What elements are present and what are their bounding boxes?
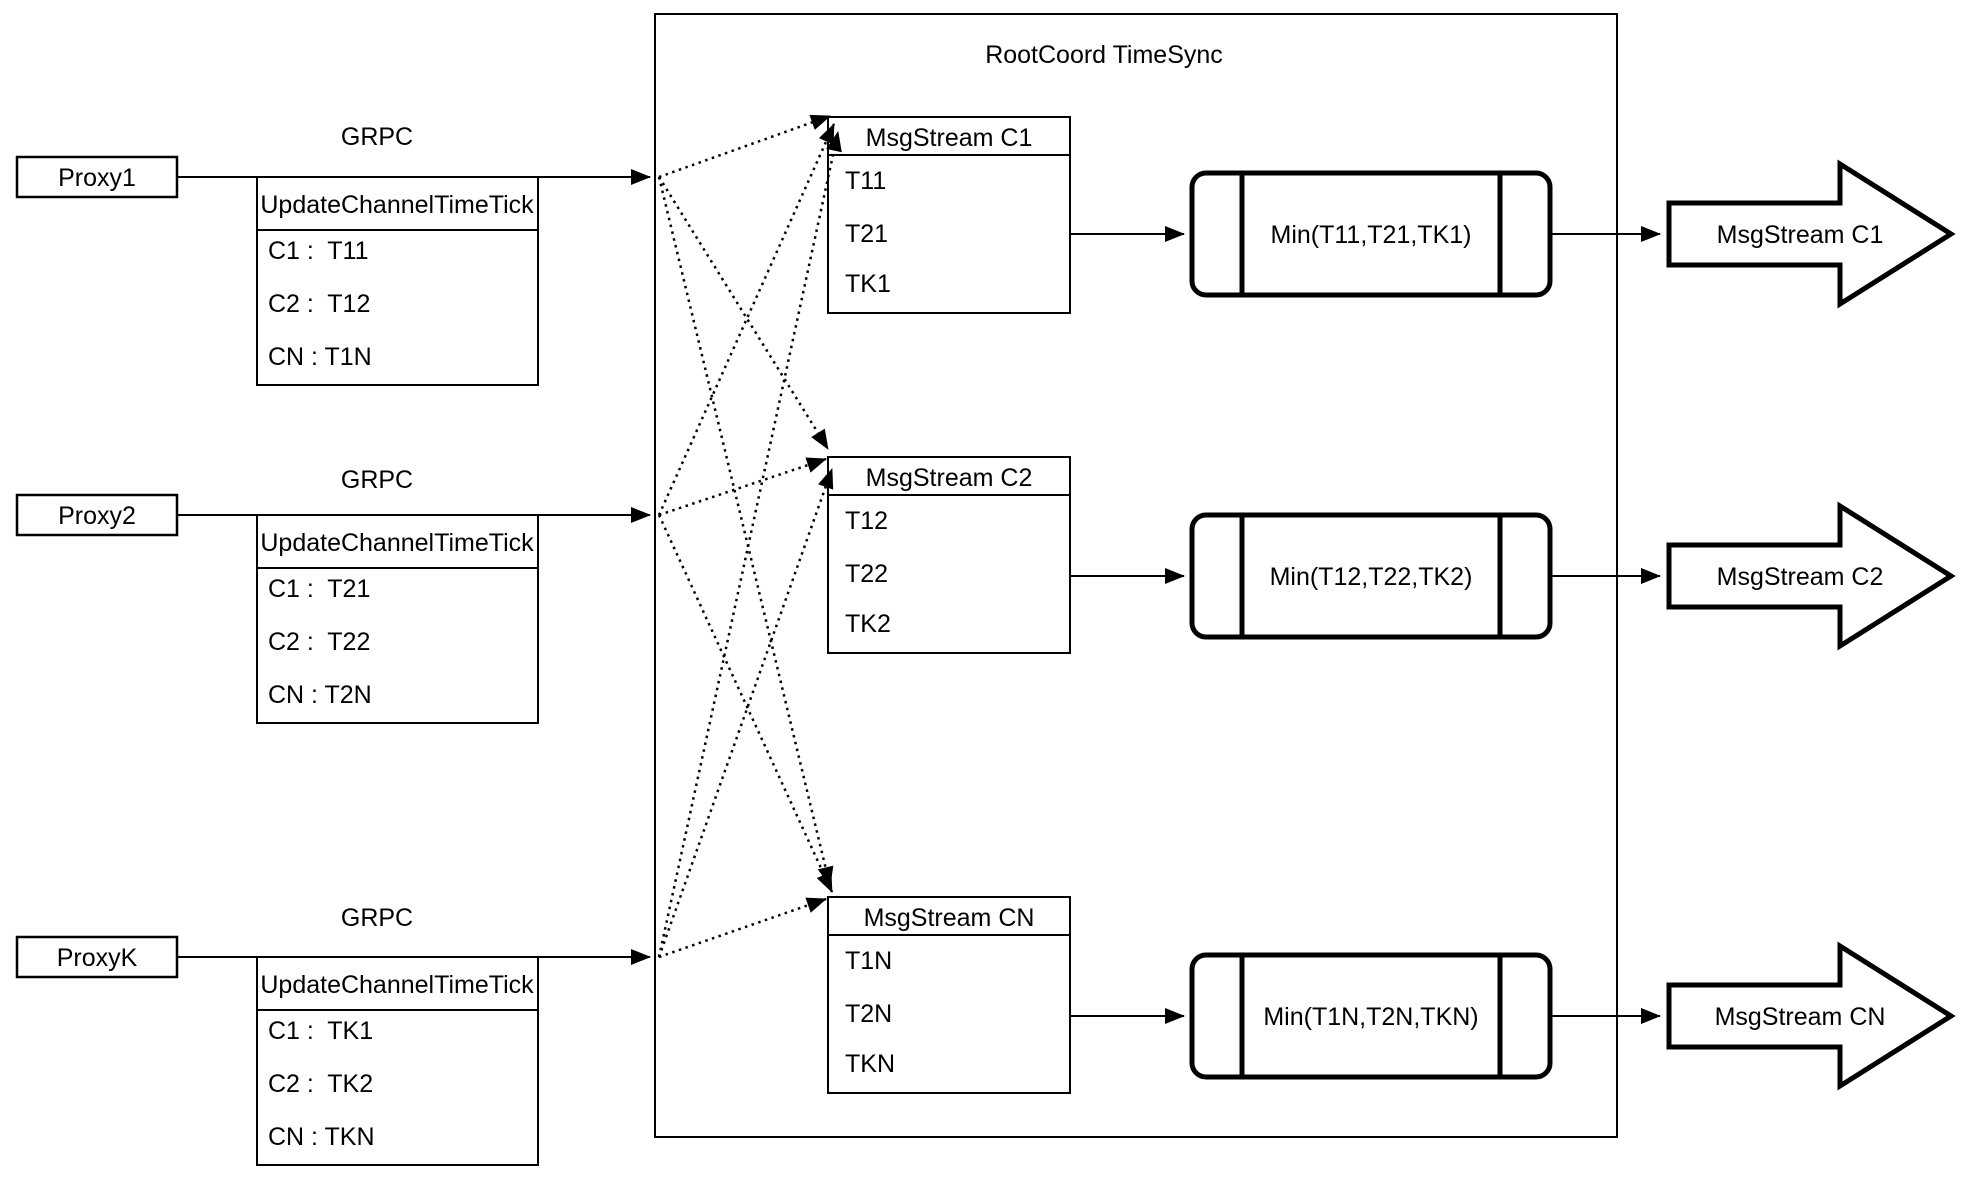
proxy-2-box [15,493,179,537]
update-channel-table-3 [256,956,539,1166]
table-1-row: C1 : T11 [268,237,369,265]
proxy-1-box [15,155,179,199]
stream-c1-group: MsgStream C1 T11 T21 TK1 Min(T11,T21,TK1… [827,116,1956,314]
msgstream-table-cn [827,896,1071,1094]
update-channel-table-1 [256,176,539,386]
rootcoord-title: RootCoord TimeSync [985,41,1223,69]
table-3-header: UpdateChannelTimeTick [260,971,534,999]
table-1-row: C2 : T12 [268,290,370,318]
msgstream-table-c1 [827,116,1071,314]
table-2-row: CN : T2N [268,681,372,709]
table-3-row: C2 : TK2 [268,1070,373,1098]
min-label-c1: Min(T11,T21,TK1) [1271,221,1472,249]
dotted-link-proxy1-c1 [658,114,831,179]
dotted-link-proxy2-c2 [658,457,827,517]
tick-value: T2N [845,1000,892,1028]
table-1-row: CN : T1N [268,343,372,371]
output-label-cn: MsgStream CN [1715,1003,1886,1031]
table-2-row: C1 : T21 [268,575,370,603]
tick-value: T12 [845,507,888,535]
output-arrow-c2 [1666,501,1956,651]
output-label-c1: MsgStream C1 [1717,221,1884,249]
proxy-3-label: ProxyK [57,944,138,972]
proxy-1-group: Proxy1 GRPC UpdateChannelTimeTick C1 : T… [15,123,651,386]
table-3-row: C1 : TK1 [268,1017,373,1045]
dotted-link-proxyk-cn [658,897,827,959]
stream-cn-group: MsgStream CN T1N T2N TKN Min(T1N,T2N,TKN… [827,896,1956,1094]
grpc-label-2: GRPC [341,466,413,494]
tick-value: TK1 [845,270,891,298]
grpc-label-1: GRPC [341,123,413,151]
tick-value: T11 [845,167,886,195]
table-2-header: UpdateChannelTimeTick [260,529,534,557]
output-label-c2: MsgStream C2 [1717,563,1884,591]
tick-value: TK2 [845,610,891,638]
dotted-link-proxyk-c2 [657,468,834,958]
table-3-row: CN : TKN [268,1123,375,1151]
dotted-link-proxy1-cn [657,176,834,887]
min-label-c2: Min(T12,T22,TK2) [1270,563,1473,591]
table-1-header: UpdateChannelTimeTick [260,191,534,219]
output-arrow-cn [1666,941,1956,1091]
table-2-row: C2 : T22 [268,628,370,656]
timetick-fanout-links [657,114,842,959]
msgstream-table-c2-header: MsgStream C2 [866,464,1033,492]
dotted-link-proxy2-cn [657,514,834,893]
tick-value: TKN [845,1050,895,1078]
update-channel-table-2 [256,514,539,724]
proxy-3-group: ProxyK GRPC UpdateChannelTimeTick C1 : T… [15,904,651,1166]
min-pill-c2 [1189,512,1553,640]
output-arrow-c1 [1666,159,1956,309]
msgstream-table-c1-header: MsgStream C1 [866,124,1033,152]
min-pill-c1 [1189,170,1553,298]
dotted-link-proxy1-c2 [657,176,830,450]
proxy-3-box [15,935,179,979]
dotted-link-proxy2-c1 [657,123,836,516]
msgstream-table-c2 [827,456,1071,654]
proxy-2-label: Proxy2 [58,502,136,530]
msgstream-table-cn-header: MsgStream CN [864,904,1035,932]
proxy-2-group: Proxy2 GRPC UpdateChannelTimeTick C1 : T… [15,466,651,724]
tick-value: T1N [845,947,892,975]
stream-c2-group: MsgStream C2 T12 T22 TK2 Min(T12,T22,TK2… [827,456,1956,654]
proxy-1-label: Proxy1 [58,164,136,192]
tick-value: T22 [845,560,888,588]
dotted-link-proxyk-c1 [657,131,842,958]
min-pill-cn [1189,952,1553,1080]
tick-value: T21 [845,220,888,248]
min-label-cn: Min(T1N,T2N,TKN) [1263,1003,1478,1031]
grpc-label-3: GRPC [341,904,413,932]
